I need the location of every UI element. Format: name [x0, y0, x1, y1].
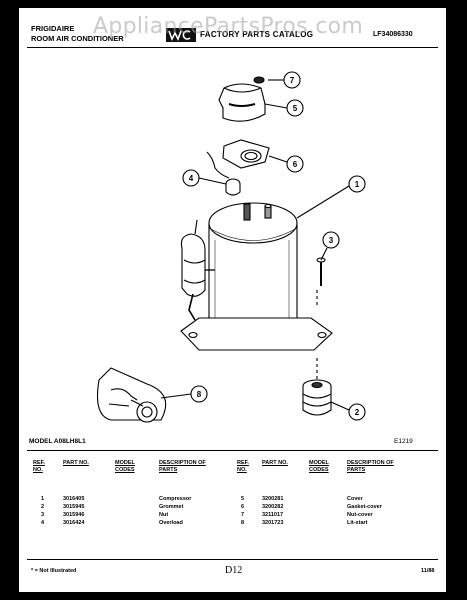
- table-row-ref: 7: [241, 512, 245, 518]
- col-header-description: DESCRIPTION OF PARTS: [159, 460, 206, 473]
- figure-id: E1219: [394, 438, 413, 445]
- parts-catalog-page: FRIGIDAIRE ROOM AIR CONDITIONER FACTORY …: [17, 6, 448, 594]
- col-header-ref-no-right: REF. NO.: [237, 460, 249, 473]
- product-type: ROOM AIR CONDITIONER: [31, 34, 124, 43]
- wci-logo-icon: [166, 28, 196, 42]
- page-number: D12: [225, 565, 243, 576]
- col-header-part-no: PART NO.: [63, 460, 89, 466]
- table-row-desc: Nut-cover: [347, 512, 373, 518]
- callout-4: 4: [189, 174, 194, 183]
- publication-number: LF34086330: [373, 31, 413, 38]
- col-header-model-codes: MODEL CODES: [115, 460, 135, 473]
- table-row-part: 3015946: [63, 512, 85, 518]
- callout-6: 6: [293, 160, 298, 169]
- table-row-desc: Overload: [159, 520, 183, 526]
- table-row-desc: Cover: [347, 496, 363, 502]
- table-row-part: 3200281: [262, 496, 284, 502]
- col-header-model-codes-right: MODEL CODES: [309, 460, 329, 473]
- brand-name: FRIGIDAIRE: [31, 24, 75, 33]
- table-row-ref: 6: [241, 504, 245, 510]
- callout-3: 3: [329, 236, 334, 245]
- table-top-divider: [27, 450, 438, 451]
- col-header-part-no-right: PART NO.: [262, 460, 288, 466]
- compressor-exploded-diagram: 7 5 6 4 1 3 2 8: [96, 71, 366, 423]
- catalog-title: FACTORY PARTS CATALOG: [200, 30, 314, 39]
- callout-7: 7: [290, 76, 295, 85]
- col-header-ref-no: REF. NO.: [33, 460, 45, 473]
- callout-2: 2: [355, 408, 360, 417]
- table-row-ref: 5: [241, 496, 245, 502]
- not-illustrated-note: * = Not Illustrated: [31, 568, 77, 574]
- table-row-desc: Grommet: [159, 504, 184, 510]
- table-row-part: 3200282: [262, 504, 284, 510]
- table-row-desc: Gasket-cover: [347, 504, 382, 510]
- table-row-ref: 4: [41, 520, 45, 526]
- table-row-desc: Compressor: [159, 496, 192, 502]
- table-row-part: 3016424: [63, 520, 85, 526]
- table-row-part: 3201723: [262, 520, 284, 526]
- table-row-part: 3211017: [262, 512, 284, 518]
- footer-divider: [27, 559, 438, 560]
- table-row-ref: 2: [41, 504, 45, 510]
- callout-1: 1: [355, 180, 360, 189]
- catalog-date: 11/88: [421, 568, 435, 574]
- table-row-part: 3016405: [63, 496, 85, 502]
- table-row-part: 3015945: [63, 504, 85, 510]
- callout-8: 8: [197, 390, 202, 399]
- table-row-ref: 8: [241, 520, 245, 526]
- watermark: AppliancePartsPros.com: [93, 14, 364, 39]
- col-header-description-right: DESCRIPTION OF PARTS: [347, 460, 394, 473]
- callout-5: 5: [293, 104, 298, 113]
- table-row-ref: 1: [41, 496, 45, 502]
- table-row-desc: Lit-start: [347, 520, 368, 526]
- model-number: MODEL A08LH8L1: [29, 438, 86, 445]
- table-row-ref: 3: [41, 512, 45, 518]
- header-divider: [27, 47, 438, 48]
- table-row-desc: Nut: [159, 512, 169, 518]
